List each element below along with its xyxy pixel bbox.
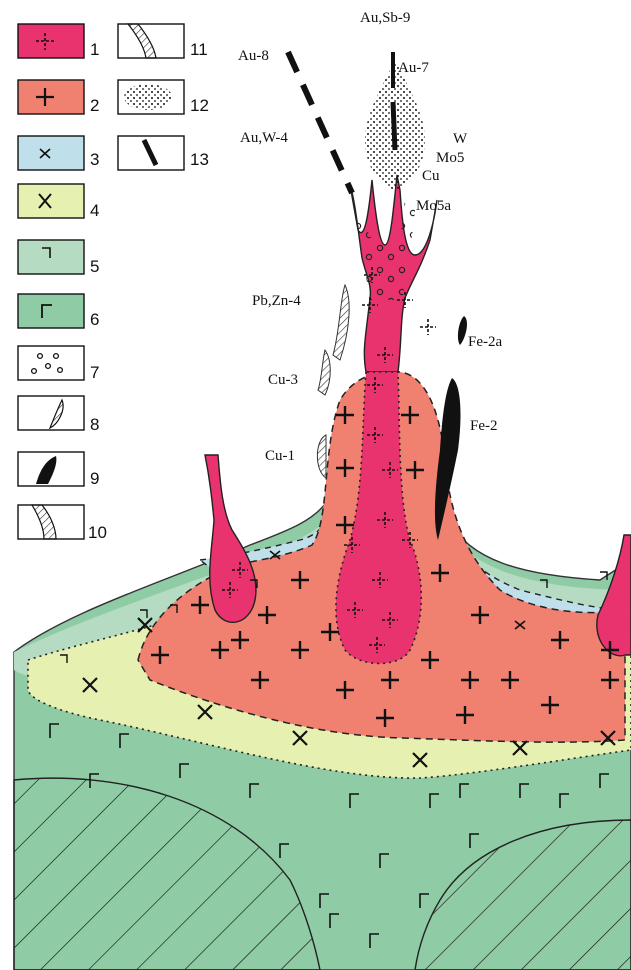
legend-number-6: 6: [90, 310, 99, 329]
fault-au8: [288, 52, 352, 193]
label-mo5: Mo5: [436, 150, 464, 166]
legend-number-7: 7: [90, 363, 99, 382]
legend-number-13: 13: [190, 150, 209, 169]
legend-box-5: [18, 240, 84, 274]
legend-box-6: [18, 294, 84, 328]
lens-cu1: [317, 435, 326, 478]
label-pb-zn-4: Pb,Zn-4: [252, 293, 301, 309]
legend-number-12: 12: [190, 96, 209, 115]
dashed-plus-symbol: [420, 319, 436, 335]
iron-fe2a: [458, 316, 467, 345]
label-au-7: Au-7: [398, 60, 429, 76]
vein-pbzn4: [333, 285, 349, 360]
label-cu-1: Cu-1: [265, 448, 295, 464]
legend-number-3: 3: [90, 150, 99, 169]
legend: 1 2 3 4 5 6 7 8 9 10 11 12 13: [18, 24, 209, 542]
label-w: W: [453, 131, 468, 147]
legend-box-3: [18, 136, 84, 170]
legend-number-8: 8: [90, 415, 99, 434]
legend-symbol-12: [124, 84, 172, 110]
label-cu-3: Cu-3: [268, 372, 298, 388]
label-mo5a: Mo5a: [416, 198, 451, 214]
legend-number-2: 2: [90, 96, 99, 115]
legend-box-7: [18, 346, 84, 380]
label-cu: Cu: [422, 168, 440, 184]
label-au-8: Au-8: [238, 48, 269, 64]
legend-number-9: 9: [90, 469, 99, 488]
label-fe-2: Fe-2: [470, 418, 498, 434]
legend-number-10: 10: [88, 523, 107, 542]
legend-box-4: [18, 184, 84, 218]
vein-cu3: [318, 350, 330, 395]
legend-number-11: 11: [190, 40, 208, 59]
label-fe-2a: Fe-2a: [468, 334, 502, 350]
cross-section: [14, 60, 631, 970]
vein-w-mo: [393, 102, 395, 150]
label-au-w-4: Au,W-4: [240, 130, 288, 146]
legend-number-1: 1: [90, 40, 99, 59]
legend-number-4: 4: [90, 201, 99, 220]
label-au-sb-9: Au,Sb-9: [360, 10, 410, 26]
legend-number-5: 5: [90, 257, 99, 276]
